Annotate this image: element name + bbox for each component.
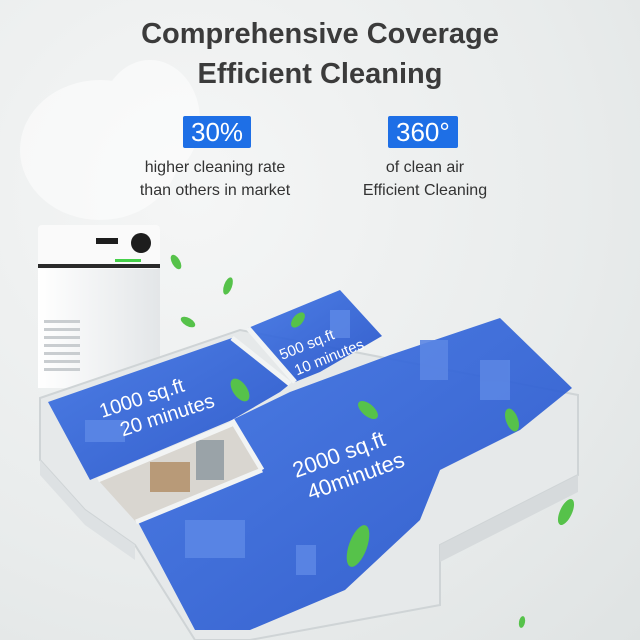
leaf-icon <box>223 277 233 295</box>
room-medium-fill <box>48 338 290 480</box>
stat-description-line: of clean air <box>385 159 465 176</box>
leaf-icon <box>518 616 526 628</box>
leaf-icon <box>505 408 519 432</box>
stat-badge-cleaning-rate: 30% <box>183 116 252 148</box>
wardrobe-icon <box>196 440 224 480</box>
air-purifier <box>38 225 160 388</box>
leaf-icon <box>358 401 378 419</box>
leaf-icon <box>230 378 250 402</box>
room-large-fill <box>138 318 572 630</box>
stat-badge-clean-air: 360° <box>388 116 458 148</box>
leaf-icon <box>291 312 305 328</box>
stat-description-cleaning-rate: higher cleaning rate than others in mark… <box>110 156 320 202</box>
bed-icon <box>150 462 190 492</box>
display-dial-icon <box>131 233 151 253</box>
interior-walls <box>97 326 297 525</box>
stat-description-line: than others in market <box>139 182 291 199</box>
air-flow-mist <box>20 60 200 220</box>
furniture <box>85 310 510 575</box>
headline-line-1: Comprehensive Coverage <box>141 18 499 50</box>
leaf-icons <box>170 254 575 628</box>
brand-logo <box>96 238 118 244</box>
leaf-icon <box>170 254 182 270</box>
leaf-icon <box>557 499 575 525</box>
vent-grille <box>44 320 80 371</box>
stat-description-clean-air: of clean air Efficient Cleaning <box>325 156 525 202</box>
stat-description-line: Efficient Cleaning <box>362 182 488 199</box>
headline-line-2: Efficient Cleaning <box>197 58 443 90</box>
leaf-icon <box>346 525 370 567</box>
stat-description-line: higher cleaning rate <box>144 159 286 176</box>
leaf-icon <box>180 316 196 328</box>
